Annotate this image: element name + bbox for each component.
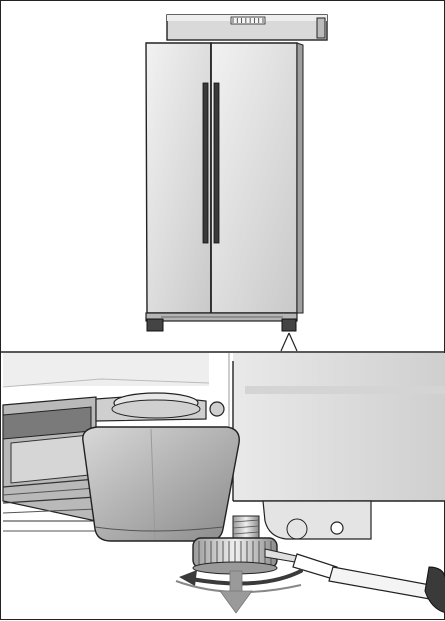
fridge-cabinet [146, 43, 303, 331]
cabinet-floor-edge [3, 353, 209, 386]
level-scale-marks [231, 17, 265, 24]
spirit-level [167, 15, 327, 40]
rear-bracket [263, 501, 371, 539]
left-door-handle [203, 83, 208, 243]
left-front-foot [147, 319, 163, 331]
right-front-foot [282, 319, 296, 331]
leveling-foot-detail-panel [3, 353, 445, 613]
leveling-foot-housing [83, 427, 239, 541]
fridge-overview-panel [146, 15, 327, 351]
right-door-handle [214, 83, 219, 243]
toe-kick-grille [3, 397, 96, 531]
cabinet-side-wall [229, 353, 445, 501]
screwdriver [265, 549, 445, 613]
foot-bracket [96, 393, 224, 421]
lower-down-arrow [220, 571, 252, 613]
bracket-screw-head [210, 402, 224, 416]
detail-callout [281, 333, 297, 351]
adjustment-screw [233, 516, 259, 538]
bracket-hole [331, 522, 343, 534]
leveling-wheel [193, 538, 277, 574]
